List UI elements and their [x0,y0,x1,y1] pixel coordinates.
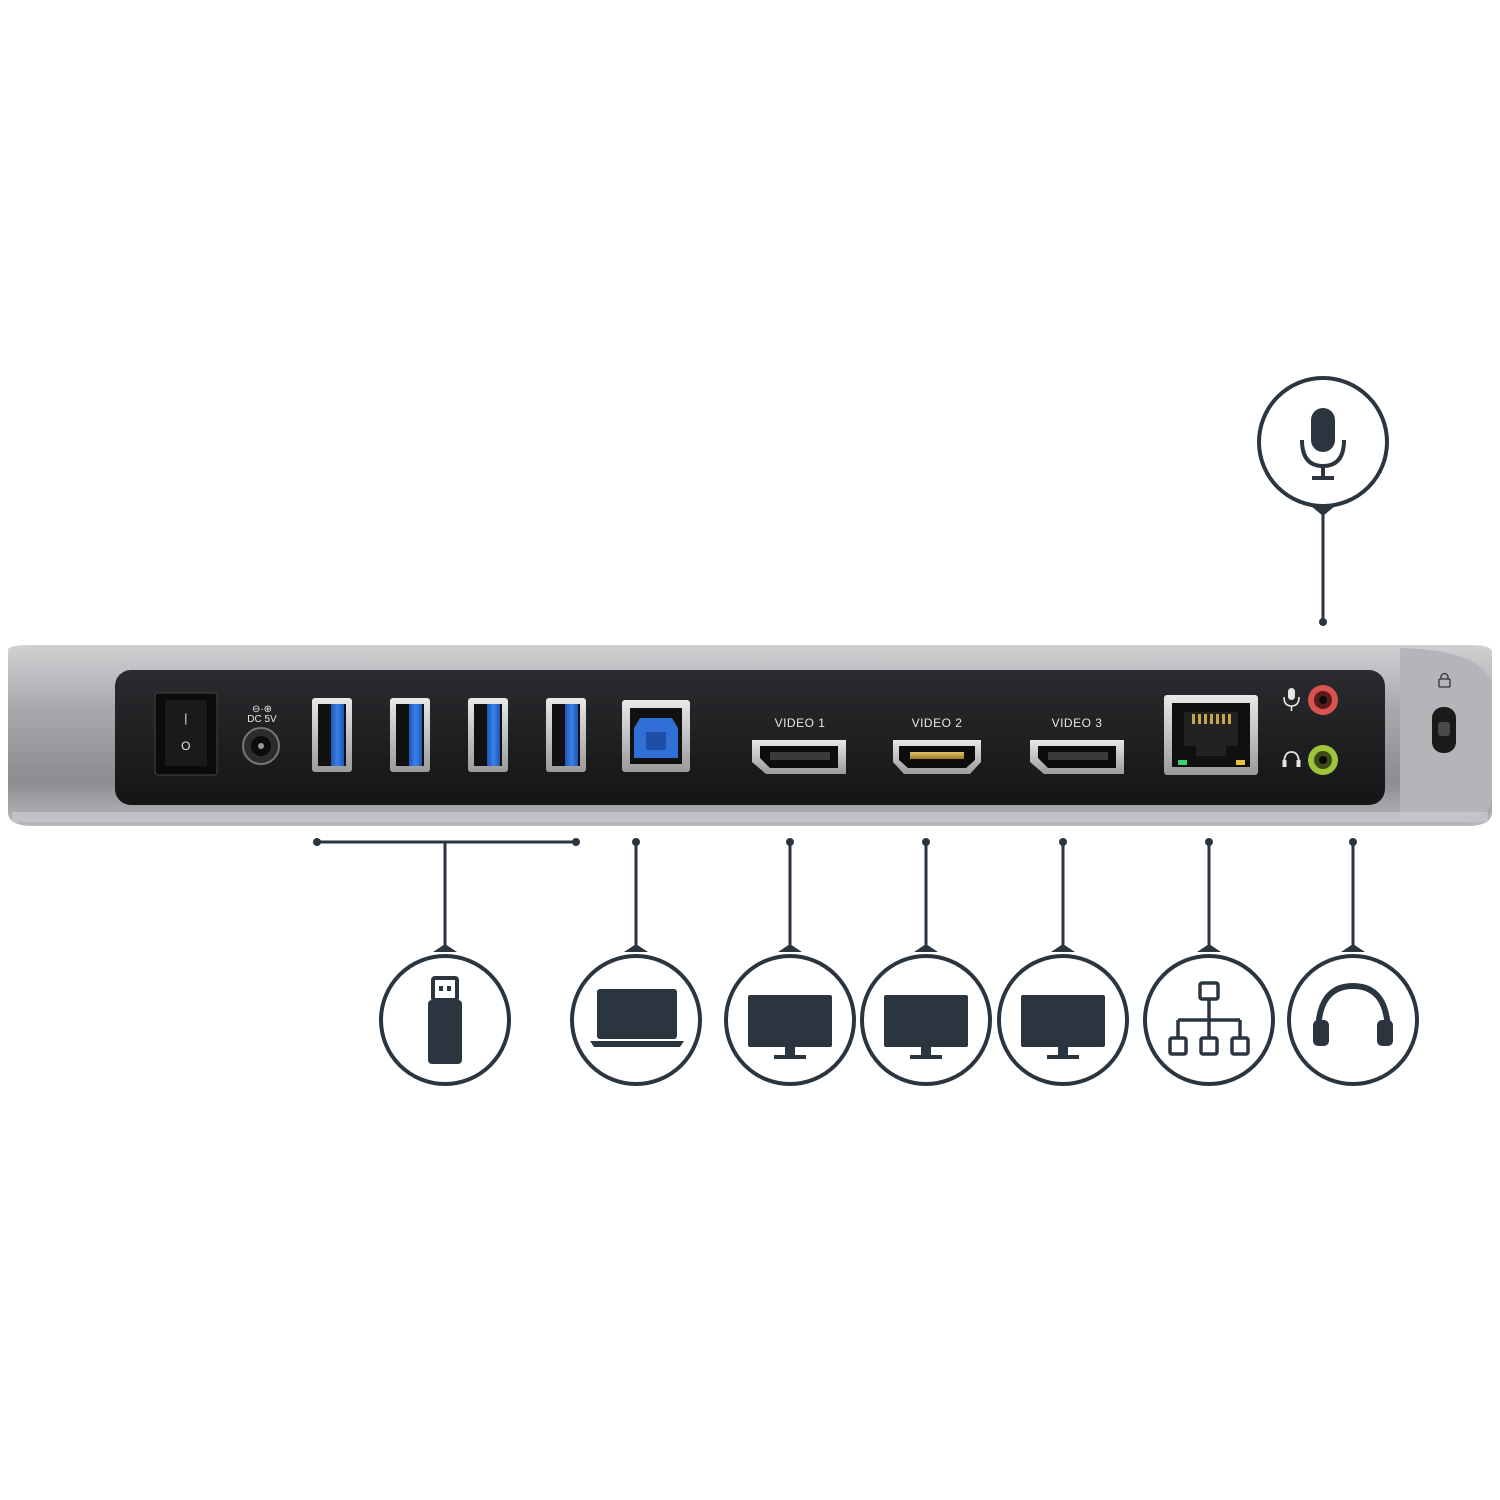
callout-network [1143,944,1275,1086]
dc-polarity-symbol: ⊖·⊕ [252,704,272,715]
power-on-symbol: | [184,711,188,725]
usb-a-port[interactable] [546,698,586,772]
callout-headphones [1287,944,1419,1086]
usb-b-port[interactable] [622,700,690,772]
monitor-icon [884,995,968,1059]
network-icon [1168,981,1250,1056]
usb-a-port[interactable] [468,698,508,772]
activity-led [1236,760,1245,765]
dc-power-jack[interactable]: ⊖·⊕ DC 5V [242,704,280,765]
usb-a-port[interactable] [312,698,352,772]
usb-a-ports [312,698,586,772]
headphone-out-jack[interactable] [1282,745,1339,775]
laptop-icon [590,989,684,1047]
microphone-icon [1300,408,1346,480]
callout-monitor-1 [724,944,856,1086]
callout-usb [379,944,511,1086]
video-2-hdmi[interactable]: VIDEO 2 [893,716,981,774]
headphone-small-icon [1282,751,1301,767]
dc-input-label: DC 5V [247,714,277,725]
video-3-displayport[interactable]: VIDEO 3 [1030,716,1124,774]
power-switch[interactable]: | O [154,692,218,776]
mic-in-jack[interactable] [1283,685,1338,715]
callout-lines [313,512,1357,948]
microphone-small-icon [1283,688,1300,711]
callout-laptop [570,944,702,1086]
video-3-label: VIDEO 3 [1052,716,1103,730]
video-1-label: VIDEO 1 [775,716,826,730]
callout-monitor-2 [860,944,992,1086]
link-led [1178,760,1187,765]
ethernet-port[interactable] [1164,695,1258,775]
docking-station [8,645,1492,826]
callout-microphone [1257,376,1389,516]
monitor-icon [1021,995,1105,1059]
security-lock-slot[interactable] [1432,672,1456,754]
lock-icon [1438,672,1451,688]
video-1-displayport[interactable]: VIDEO 1 [752,716,846,774]
usb-a-port[interactable] [390,698,430,772]
monitor-icon [748,995,832,1059]
headphones-icon [1313,982,1393,1046]
usb-flash-drive-icon [428,976,462,1064]
power-off-symbol: O [181,739,191,753]
video-2-label: VIDEO 2 [912,716,963,730]
callout-monitor-3 [997,944,1129,1086]
